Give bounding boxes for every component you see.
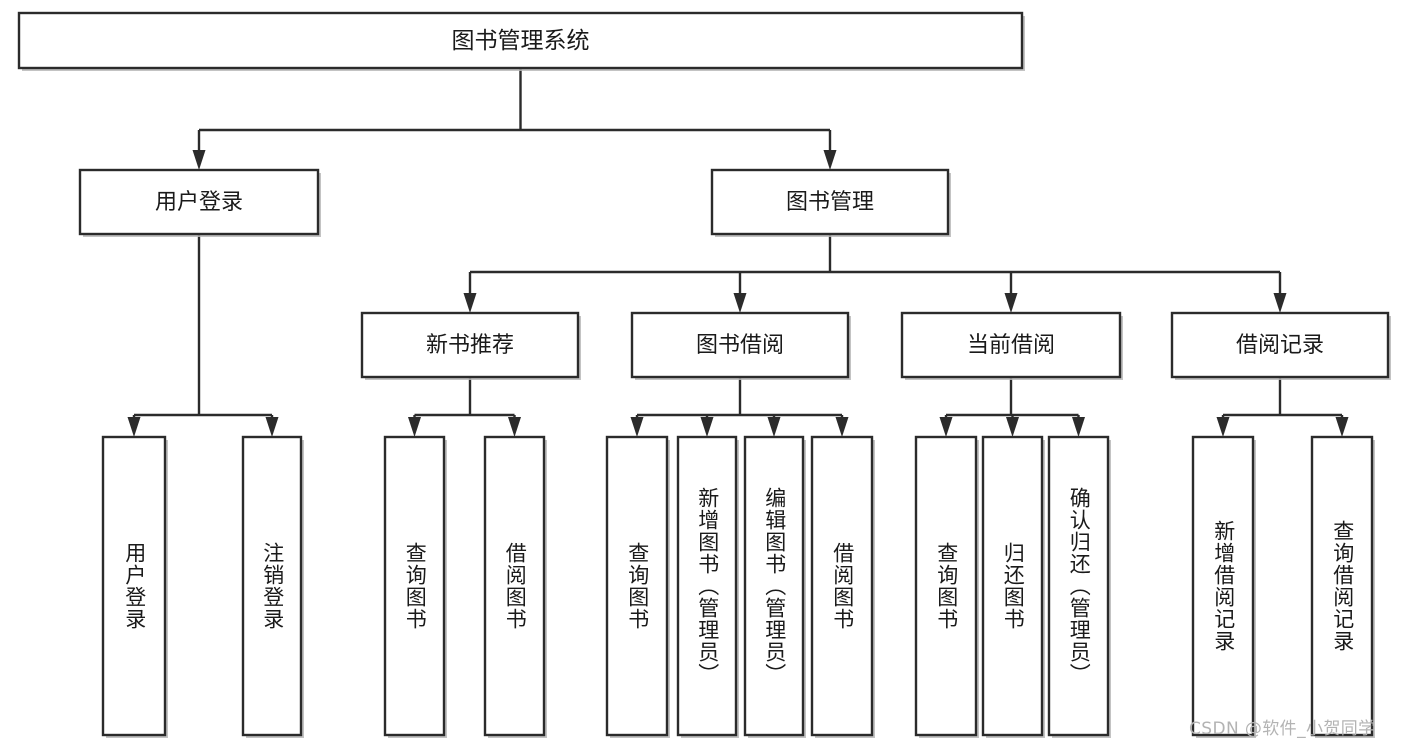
node-current[interactable]: 当前借阅 xyxy=(900,311,1123,380)
node-leaf-borrow-book-2[interactable] xyxy=(810,435,875,738)
node-borrow[interactable]: 图书借阅 xyxy=(630,311,851,380)
node-leaf-edit-book[interactable] xyxy=(743,435,806,738)
node-records[interactable]: 借阅记录 xyxy=(1170,311,1391,380)
node-rect[interactable] xyxy=(383,435,446,737)
node-leaf-user-login[interactable] xyxy=(101,435,168,738)
arrow-head-icon xyxy=(835,417,849,437)
node-rect[interactable] xyxy=(743,435,805,737)
node-leaf-query-book-3[interactable] xyxy=(914,435,979,738)
arrow-head-icon xyxy=(1273,293,1287,313)
arrow-head-icon xyxy=(939,417,953,437)
node-label: 当前借阅 xyxy=(967,333,1055,358)
arrow-head-icon xyxy=(127,417,141,437)
arrow-head-icon xyxy=(630,417,644,437)
arrow-head-icon xyxy=(767,417,781,437)
node-leaf-query-book-1[interactable] xyxy=(383,435,447,738)
node-label: 新书推荐 xyxy=(426,333,514,358)
edges-layer xyxy=(127,68,1349,437)
connector-group-login xyxy=(127,234,279,437)
node-rect[interactable] xyxy=(981,435,1044,737)
node-newbook[interactable]: 新书推荐 xyxy=(360,311,581,380)
node-leaf-user-logout[interactable] xyxy=(241,435,304,738)
node-rect[interactable] xyxy=(1310,435,1374,737)
arrow-head-icon xyxy=(1216,417,1230,437)
node-rect[interactable] xyxy=(630,311,850,379)
node-rect[interactable] xyxy=(810,435,874,737)
connector-group-bookmgmt xyxy=(463,234,1287,313)
arrow-head-icon xyxy=(463,293,477,313)
node-login[interactable]: 用户登录 xyxy=(78,168,321,237)
node-bookmgmt[interactable]: 图书管理 xyxy=(710,168,951,237)
node-rect[interactable] xyxy=(605,435,669,737)
node-leaf-query-book-2[interactable] xyxy=(605,435,670,738)
node-rect[interactable] xyxy=(78,168,320,236)
arrow-head-icon xyxy=(1335,417,1349,437)
node-rect[interactable] xyxy=(1047,435,1110,737)
arrow-head-icon xyxy=(192,150,206,170)
node-rect[interactable] xyxy=(101,435,167,737)
node-label: 图书管理系统 xyxy=(452,28,590,54)
node-label: 图书管理 xyxy=(786,190,874,215)
node-leaf-return-book[interactable] xyxy=(981,435,1045,738)
node-rect[interactable] xyxy=(914,435,978,737)
connector-group-root xyxy=(192,68,837,170)
arrow-head-icon xyxy=(733,293,747,313)
connector-group-borrow xyxy=(630,377,849,437)
node-leaf-confirm-return[interactable] xyxy=(1047,435,1111,738)
arrow-head-icon xyxy=(823,150,837,170)
connector-group-current xyxy=(939,377,1085,437)
node-rect[interactable] xyxy=(241,435,303,737)
connector-group-records xyxy=(1216,377,1349,437)
node-rect[interactable] xyxy=(1170,311,1390,379)
node-rect[interactable] xyxy=(1191,435,1255,737)
node-rect[interactable] xyxy=(710,168,950,236)
arrow-head-icon xyxy=(1006,417,1019,437)
node-rect[interactable] xyxy=(360,311,580,379)
arrow-head-icon xyxy=(408,417,421,437)
connector-group-newbook xyxy=(408,377,521,437)
node-rect[interactable] xyxy=(483,435,546,737)
arrow-head-icon xyxy=(1004,293,1018,313)
arrow-head-icon xyxy=(700,417,714,437)
node-leaf-add-book[interactable] xyxy=(676,435,739,738)
node-rect[interactable] xyxy=(900,311,1122,379)
node-leaf-borrow-book-1[interactable] xyxy=(483,435,547,738)
arrow-head-icon xyxy=(508,417,521,437)
node-leaf-query-record[interactable] xyxy=(1310,435,1375,738)
node-rect[interactable] xyxy=(676,435,738,737)
node-label: 借阅记录 xyxy=(1236,333,1324,358)
node-root[interactable]: 图书管理系统 xyxy=(17,11,1025,71)
node-label: 用户登录 xyxy=(155,190,243,215)
node-label: 图书借阅 xyxy=(696,333,784,358)
arrow-head-icon xyxy=(265,417,279,437)
arrow-head-icon xyxy=(1072,417,1085,437)
node-leaf-add-record[interactable] xyxy=(1191,435,1256,738)
node-rect[interactable] xyxy=(17,11,1024,70)
